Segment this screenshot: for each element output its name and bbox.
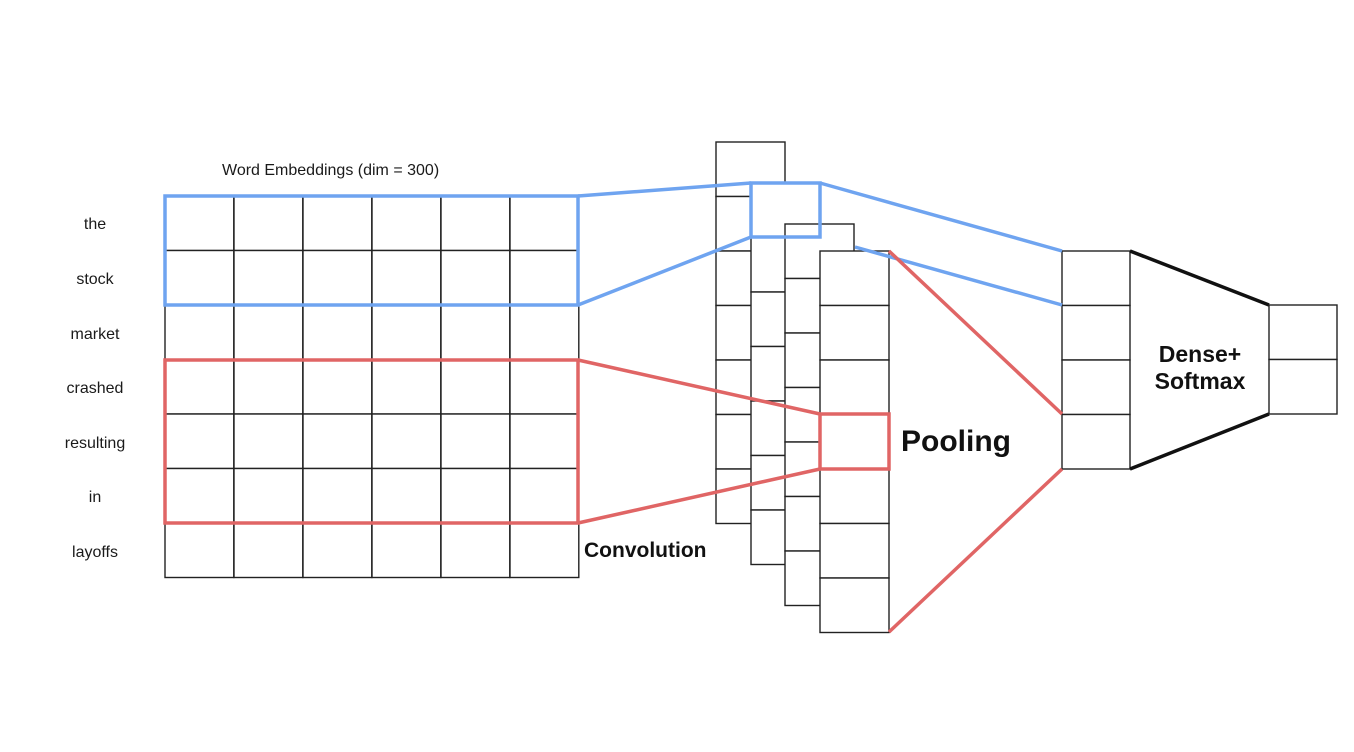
embedding-cell [440,249,511,306]
word-label: crashed [67,380,124,397]
word-label: stock [76,271,114,288]
embedding-cell [371,413,442,470]
blue-projection-line [577,235,752,307]
embedding-cell [233,195,304,252]
feature-map-cell [819,522,890,579]
embedding-cell [440,358,511,415]
red-projection-line [577,467,821,525]
feature-map-cell [819,359,890,416]
embedding-cell [440,413,511,470]
embedding-matrix [164,195,580,579]
feature-map-cell [819,468,890,525]
embedding-cell [509,358,580,415]
dense-label-line2: Softmax [1155,368,1246,394]
embedding-cell [440,467,511,524]
embedding-cell [164,195,235,252]
pooled-cell [1061,413,1131,470]
pooling-label: Pooling [901,425,1011,458]
dense-label-line1: Dense+ [1159,341,1241,367]
feature-map-cell [819,250,890,307]
embedding-cell [509,413,580,470]
word-label: market [71,326,120,343]
word-label: in [89,489,101,506]
embedding-cell [509,304,580,361]
filter-window-red [163,249,1064,634]
output-vector [1268,304,1338,415]
pooled-cell [1061,250,1131,307]
embedding-cell [371,304,442,361]
red-window-box [163,358,580,525]
embedding-cell [233,358,304,415]
embedding-cell [371,522,442,579]
convolution-label: Convolution [584,539,706,562]
embedding-cell [164,413,235,470]
embedding-title: Word Embeddings (dim = 300) [222,162,439,179]
embedding-cell [302,195,373,252]
blue-window-box [163,194,580,307]
dense-edge-bottom [1129,412,1270,471]
embedding-cell [233,249,304,306]
embedding-cell [371,358,442,415]
feature-map-cell [819,413,890,470]
embedding-cell [371,195,442,252]
pooling-line [887,249,1064,416]
filter-window-blue [163,181,1063,307]
red-projection-line [577,358,821,416]
dense-softmax-block [1129,249,1270,471]
dense-edge-top [1129,249,1270,307]
embedding-cell [164,358,235,415]
red-feature-cell [818,412,891,471]
feature-map-cell [819,577,890,634]
embedding-cell [164,522,235,579]
embedding-cell [233,304,304,361]
embedding-cell [371,249,442,306]
pooled-cell [1061,304,1131,361]
embedding-cell [509,249,580,306]
word-label: the [84,216,106,233]
embedding-cell [440,304,511,361]
pooling-line [887,467,1064,634]
output-cell [1268,304,1338,361]
embedding-cell [164,467,235,524]
embedding-cell [302,413,373,470]
word-label: resulting [65,435,125,452]
word-label: layoffs [72,544,118,561]
embedding-cell [164,249,235,306]
embedding-cell [440,195,511,252]
word-labels: the stock market crashed resulting in la… [65,216,125,561]
embedding-cell [302,358,373,415]
pooled-vector [1061,250,1131,470]
embedding-cell [302,522,373,579]
embedding-cell [371,467,442,524]
embedding-cell [164,304,235,361]
embedding-cell [509,195,580,252]
blue-projection-line [577,181,752,198]
embedding-cell [302,467,373,524]
pooled-cell [1061,359,1131,416]
embedding-cell [509,467,580,524]
blue-feature-cell [749,181,822,239]
embedding-cell [302,249,373,306]
embedding-cell [509,522,580,579]
embedding-cell [233,522,304,579]
blue-projection-line [854,245,1063,307]
output-cell [1268,358,1338,415]
convolution-feature-maps [715,141,890,634]
feature-map-cell [819,304,890,361]
embedding-cell [440,522,511,579]
embedding-cell [302,304,373,361]
blue-projection-line [819,181,1063,253]
embedding-cell [233,413,304,470]
embedding-cell [233,467,304,524]
